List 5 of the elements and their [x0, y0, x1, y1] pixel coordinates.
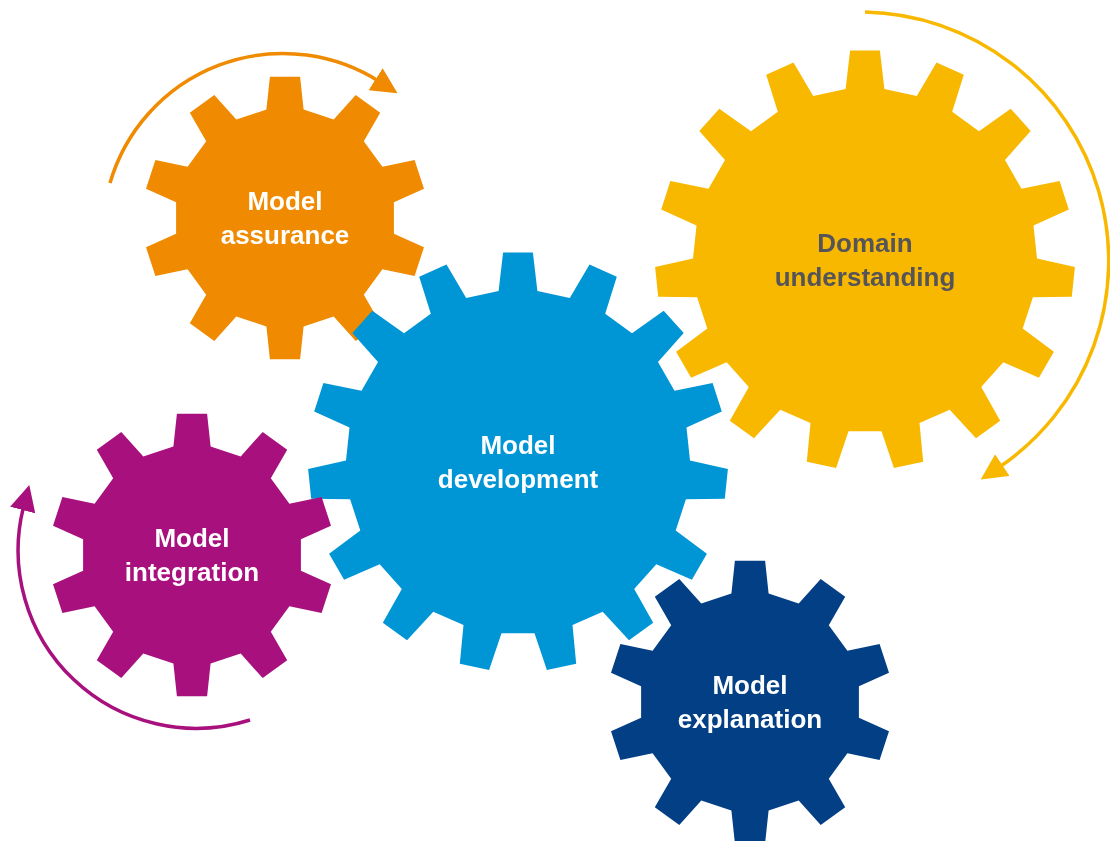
- gear-label: Model integration: [123, 522, 261, 589]
- gear-label: Model assurance: [219, 185, 351, 252]
- gear-label: Model development: [436, 429, 600, 496]
- gear-label: Model explanation: [676, 669, 824, 736]
- gear-label: Domain understanding: [773, 227, 957, 294]
